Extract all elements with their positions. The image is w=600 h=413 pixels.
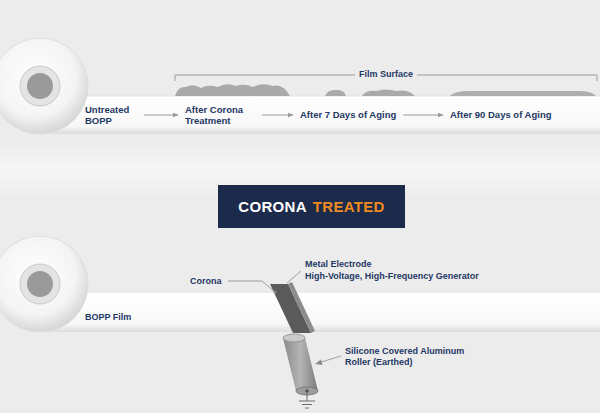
stage-label: After 90 Days of Aging — [450, 109, 552, 120]
film-strip — [40, 292, 600, 332]
stage-label: Untreated BOPP — [85, 104, 137, 127]
roll-core-hole — [27, 271, 53, 297]
part-label: Corona — [190, 276, 222, 287]
flow-arrow — [262, 115, 293, 116]
stage-text: Untreated BOPP — [85, 104, 137, 127]
film-roll — [0, 236, 88, 332]
banner-word: CORONA — [238, 198, 306, 215]
part-label: Metal Electrode — [305, 259, 372, 270]
roll-core-hole — [27, 73, 53, 99]
film-strip — [40, 96, 600, 134]
leader-line — [287, 271, 301, 283]
roll-core — [20, 264, 60, 304]
banner-word: TREATED — [313, 198, 385, 215]
bracket-label: Film Surface — [355, 69, 417, 80]
part-label: BOPP Film — [85, 312, 131, 323]
electrode-side — [288, 282, 315, 333]
leader-line — [228, 281, 275, 292]
stage-text: After 90 Days of Aging — [450, 109, 552, 120]
roll-core — [20, 66, 60, 106]
film-roll — [0, 38, 88, 134]
roller-end — [283, 334, 305, 342]
stage-label: After Corona Treatment — [185, 104, 255, 127]
aged-surface — [325, 90, 415, 97]
ground-symbol — [305, 408, 309, 409]
roller-axle — [305, 389, 309, 393]
film-edge — [40, 292, 600, 293]
earth-wire — [307, 393, 308, 401]
stage-label: After 7 Days of Aging — [300, 109, 396, 120]
ground-symbol — [299, 401, 315, 402]
aluminum-roller — [283, 338, 318, 391]
part-label: Silicone Covered Aluminum Roller (Earthe… — [345, 346, 477, 368]
flow-arrow — [403, 114, 443, 115]
metal-electrode — [270, 284, 311, 333]
rough-surface — [175, 84, 290, 96]
title-banner: CORONA TREATED — [218, 185, 405, 228]
ground-symbol — [302, 404, 312, 405]
part-note: High-Voltage, High-Frequency Generator — [305, 271, 479, 282]
flow-arrow — [144, 115, 178, 116]
leader-dot — [274, 291, 277, 294]
stage-text: After 7 Days of Aging — [300, 109, 396, 120]
leader-arrowhead — [315, 360, 323, 366]
flat-surface — [450, 91, 596, 96]
stage-text: After Corona Treatment — [185, 104, 255, 127]
